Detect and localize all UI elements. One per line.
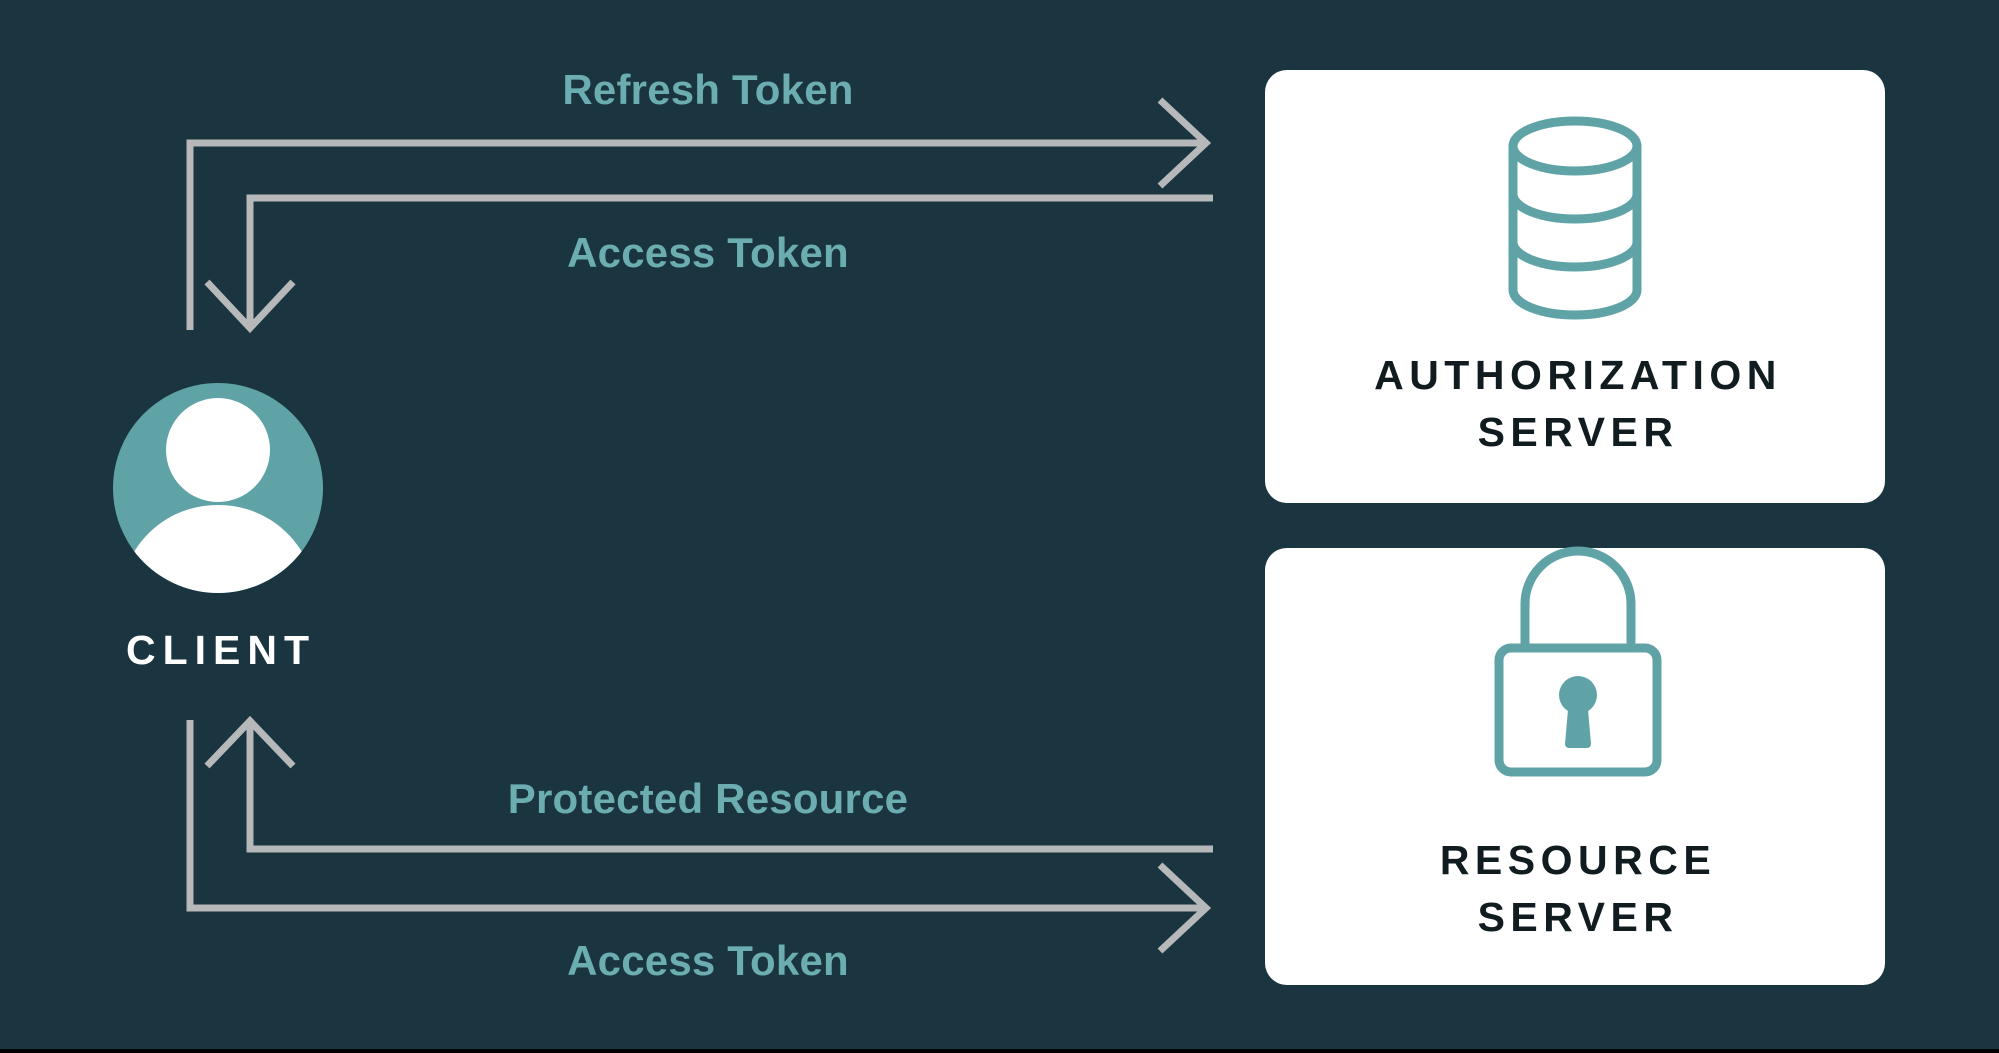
resource-server-title-line-1: RESOURCE [1440, 837, 1716, 883]
flow-access-token-auth [204, 194, 1213, 334]
access-token-resource-arrowhead-icon [1157, 862, 1212, 954]
footer-strip [0, 1049, 1999, 1053]
authorization-server-card-bg [1265, 70, 1885, 503]
authorization-server-title-line-2: SERVER [1478, 409, 1679, 455]
open-padlock-icon [1494, 546, 1662, 777]
protected-resource-arrowhead-icon [204, 715, 296, 769]
authorization-server-title-line-1: AUTHORIZATION [1374, 352, 1782, 398]
authorization-server-card[interactable]: AUTHORIZATION SERVER [1265, 70, 1885, 503]
label-access-token-auth: Access Token [567, 229, 849, 276]
refresh-token-arrowhead-icon [1157, 97, 1212, 189]
label-refresh-token: Refresh Token [562, 66, 853, 113]
flow-refresh-token [186, 97, 1212, 330]
protected-resource-line [246, 725, 1213, 853]
client-label: CLIENT [126, 627, 316, 673]
label-protected-resource: Protected Resource [508, 775, 908, 822]
resource-server-title-line-2: SERVER [1478, 894, 1679, 940]
flow-access-token-resource [186, 720, 1212, 954]
client-node[interactable]: CLIENT [113, 383, 323, 688]
access-token-auth-arrowhead-icon [204, 279, 296, 334]
resource-server-card-bg [1265, 548, 1885, 985]
resource-server-card[interactable]: RESOURCE SERVER [1265, 546, 1885, 985]
label-access-token-resource: Access Token [567, 937, 849, 984]
refresh-token-line [186, 139, 1203, 330]
user-avatar-icon [118, 398, 318, 593]
flow-protected-resource [204, 715, 1213, 853]
access-token-auth-line [246, 194, 1213, 325]
access-token-resource-line [186, 720, 1203, 912]
database-icon [1508, 116, 1642, 320]
